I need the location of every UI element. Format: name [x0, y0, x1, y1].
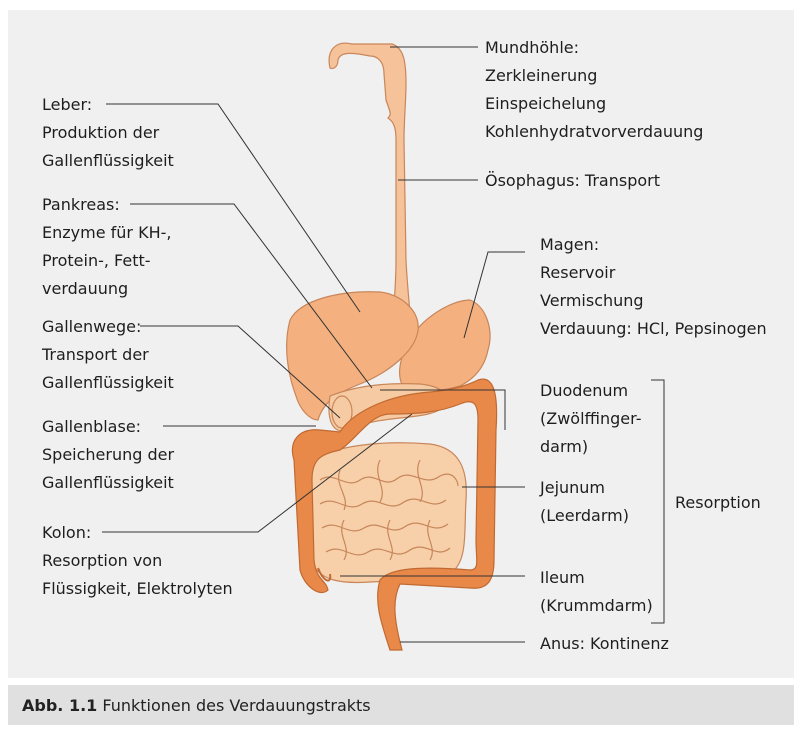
svg-text:Gallenblase:: Gallenblase:: [42, 417, 141, 436]
svg-text:Pankreas:: Pankreas:: [42, 195, 120, 214]
svg-text:Reservoir: Reservoir: [540, 263, 616, 282]
svg-text:Flüssigkeit, Elektrolyten: Flüssigkeit, Elektrolyten: [42, 579, 233, 598]
svg-text:Mundhöhle:: Mundhöhle:: [485, 38, 579, 57]
label-gallenwege: Gallenwege: Transport der Gallenflüssigk…: [41, 317, 174, 392]
svg-text:Verdauung: HCl, Pepsinogen: Verdauung: HCl, Pepsinogen: [540, 319, 767, 338]
label-jejunum: Jejunum (Leerdarm): [539, 478, 629, 525]
svg-text:Resorption von: Resorption von: [42, 551, 162, 570]
label-leber: Leber: Produktion der Gallenflüssigkeit: [42, 95, 174, 170]
svg-text:Einspeichelung: Einspeichelung: [485, 94, 606, 113]
svg-text:(Zwölffinger-: (Zwölffinger-: [540, 409, 641, 428]
svg-text:Produktion der: Produktion der: [42, 123, 160, 142]
label-resorption: Resorption: [675, 493, 761, 512]
figure-caption: Abb. 1.1 Funktionen des Verdauungstrakts: [22, 696, 371, 715]
label-duodenum: Duodenum (Zwölffinger- darm): [540, 381, 641, 456]
caption-text: Funktionen des Verdauungstrakts: [102, 696, 370, 715]
svg-text:Gallenwege:: Gallenwege:: [42, 317, 141, 336]
svg-text:Zerkleinerung: Zerkleinerung: [485, 66, 597, 85]
svg-text:Gallenflüssigkeit: Gallenflüssigkeit: [42, 473, 174, 492]
svg-text:Ösophagus: Transport: Ösophagus: Transport: [485, 171, 660, 190]
svg-text:Kolon:: Kolon:: [42, 523, 91, 542]
svg-text:(Krummdarm): (Krummdarm): [540, 596, 653, 615]
svg-text:Gallenflüssigkeit: Gallenflüssigkeit: [42, 373, 174, 392]
resorption-bracket: [651, 380, 664, 623]
svg-text:Vermischung: Vermischung: [540, 291, 644, 310]
svg-text:Gallenflüssigkeit: Gallenflüssigkeit: [42, 151, 174, 170]
svg-text:Anus: Kontinenz: Anus: Kontinenz: [540, 634, 669, 653]
svg-text:Kohlenhydratvorverdauung: Kohlenhydratvorverdauung: [485, 122, 703, 141]
label-magen: Magen: Reservoir Vermischung Verdauung: …: [540, 235, 767, 338]
svg-text:Jejunum: Jejunum: [539, 478, 605, 497]
label-kolon: Kolon: Resorption von Flüssigkeit, Elekt…: [42, 523, 233, 598]
svg-text:Magen:: Magen:: [540, 235, 599, 254]
svg-text:Leber:: Leber:: [42, 95, 92, 114]
svg-text:darm): darm): [540, 437, 588, 456]
svg-text:Resorption: Resorption: [675, 493, 761, 512]
svg-text:Duodenum: Duodenum: [540, 381, 628, 400]
svg-text:Transport der: Transport der: [41, 345, 149, 364]
svg-text:Ileum: Ileum: [540, 568, 585, 587]
svg-text:Speicherung der: Speicherung der: [42, 445, 174, 464]
label-gallenblase: Gallenblase: Speicherung der Gallenflüss…: [42, 417, 174, 492]
small-intestine-shape: [307, 443, 466, 583]
label-ileum: Ileum (Krummdarm): [540, 568, 653, 615]
svg-text:Protein-, Fett-: Protein-, Fett-: [42, 251, 151, 270]
caption-bar: Abb. 1.1 Funktionen des Verdauungstrakts: [8, 685, 794, 725]
label-mundhoehle: Mundhöhle: Zerkleinerung Einspeichelung …: [485, 38, 703, 141]
svg-text:Enzyme für KH-,: Enzyme für KH-,: [42, 223, 171, 242]
svg-text:verdauung: verdauung: [42, 279, 128, 298]
svg-text:(Leerdarm): (Leerdarm): [540, 506, 629, 525]
label-oesophagus: Ösophagus: Transport: [485, 171, 660, 190]
label-pankreas: Pankreas: Enzyme für KH-, Protein-, Fett…: [42, 195, 171, 298]
label-anus: Anus: Kontinenz: [540, 634, 669, 653]
caption-prefix: Abb. 1.1: [22, 696, 97, 715]
